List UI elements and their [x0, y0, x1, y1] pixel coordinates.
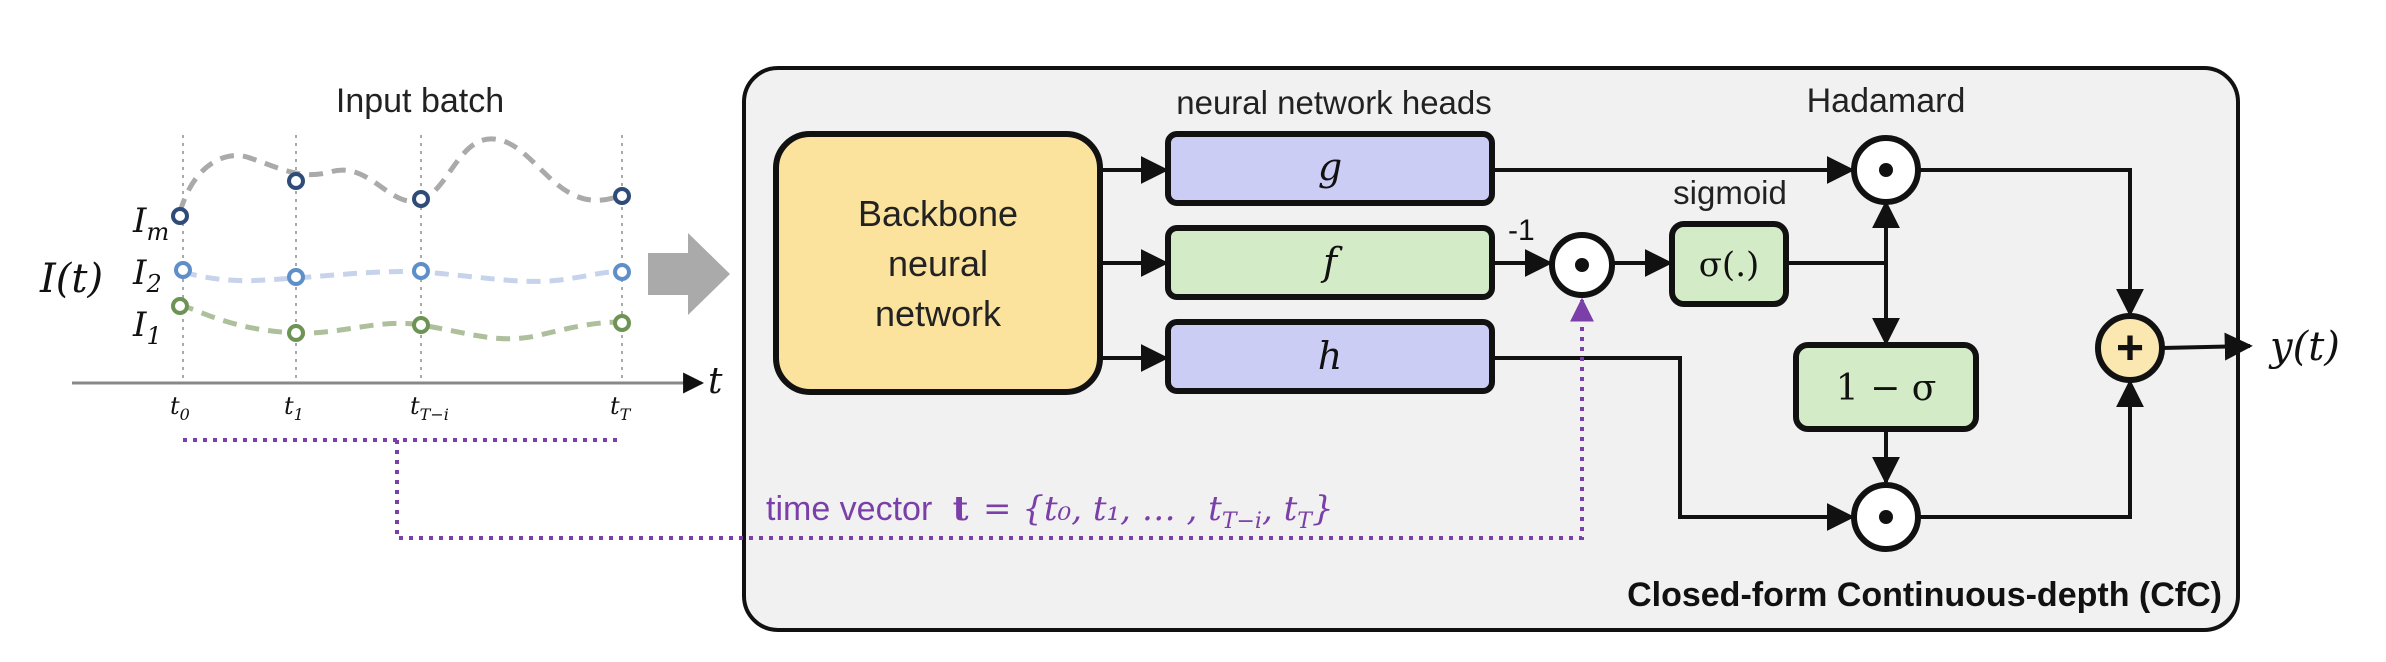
hadamard-top-dot — [1879, 163, 1893, 177]
hadamard-label: Hadamard — [1807, 82, 1966, 120]
backbone-line-1: Backbone — [858, 193, 1018, 234]
time-vector-set: = {t₀, t₁, … , t — [983, 489, 1222, 529]
time-vector-line — [395, 297, 1594, 540]
input-to-cfc-arrow — [648, 233, 730, 315]
time-vector-label: time vector — [766, 490, 932, 528]
output-label: y(t) — [2268, 324, 2340, 370]
point-m-3 — [613, 187, 631, 205]
series-label-2: I2 — [132, 253, 162, 298]
time-vector-end: , t — [1262, 489, 1298, 529]
point-1-1 — [287, 324, 305, 342]
point-2-0 — [174, 261, 192, 279]
head-h-label: h — [1318, 334, 1342, 378]
tick-tT: tT — [610, 392, 632, 424]
time-vector-close: } — [1312, 489, 1334, 529]
series-1-curve — [179, 302, 623, 342]
head-g-label: g — [1318, 145, 1342, 189]
time-vector-path: time vector t = {t₀, t₁, … , tT−i, tT} — [395, 297, 1594, 540]
arrow-bottom-to-sum — [1918, 379, 2144, 519]
backbone-to-heads-arrows — [1100, 156, 1169, 372]
backbone-line-2: neural — [888, 243, 988, 284]
point-m-2 — [412, 190, 430, 208]
time-mult-dot — [1575, 258, 1589, 272]
input-batch-title: Input batch — [336, 82, 504, 120]
heads-label: neural network heads — [1176, 84, 1492, 121]
sum-symbol: + — [2116, 322, 2144, 375]
time-vector-bold: t — [953, 489, 969, 529]
tick-t0: t0 — [170, 392, 190, 424]
time-axis-label: t — [708, 361, 723, 402]
arrow-h-to-hadamard — [1492, 356, 1855, 531]
series-m-points — [171, 172, 631, 225]
series-label-m: Im — [132, 201, 169, 246]
series-label-1: I1 — [132, 305, 162, 350]
point-2-2 — [412, 262, 430, 280]
backbone-line-3: network — [875, 293, 1002, 334]
point-1-2 — [412, 316, 430, 334]
sigmoid-box-label: σ(.) — [1699, 245, 1760, 285]
hadamard-bottom-dot — [1879, 510, 1893, 524]
point-1-0 — [171, 297, 189, 315]
tick-t1: t1 — [284, 392, 304, 424]
arrow-top-to-sum — [1918, 168, 2144, 317]
input-batch-panel: Input batch — [39, 82, 723, 442]
one-minus-sigma-label: 1 − σ — [1836, 368, 1937, 409]
series-m-curve — [177, 136, 623, 213]
point-m-1 — [287, 172, 305, 190]
point-2-1 — [287, 268, 305, 286]
time-guides — [182, 135, 623, 380]
signal-label: I(t) — [39, 256, 103, 302]
cfc-panel: Backbone neural network neural network h… — [742, 66, 2340, 632]
cfc-title: Closed-form Continuous-depth (CfC) — [1627, 576, 2222, 614]
arrow-sum-to-output — [2161, 332, 2253, 361]
series-2-points — [174, 261, 631, 286]
series-2-curve — [182, 269, 623, 284]
point-1-3 — [613, 314, 631, 332]
point-2-3 — [613, 263, 631, 281]
minus-one-label: -1 — [1508, 214, 1535, 247]
time-vector-text: time vector t = {t₀, t₁, … , tT−i, tT} — [766, 489, 1334, 534]
series-1-points — [171, 297, 631, 342]
time-vector-end-sub: T — [1297, 509, 1314, 534]
point-m-0 — [171, 207, 189, 225]
sigmoid-label: sigmoid — [1673, 174, 1787, 211]
tick-tTi: tT−i — [410, 392, 449, 424]
sigmoid-wiring — [1786, 200, 1900, 346]
time-vector-sub: T−i — [1222, 509, 1262, 534]
